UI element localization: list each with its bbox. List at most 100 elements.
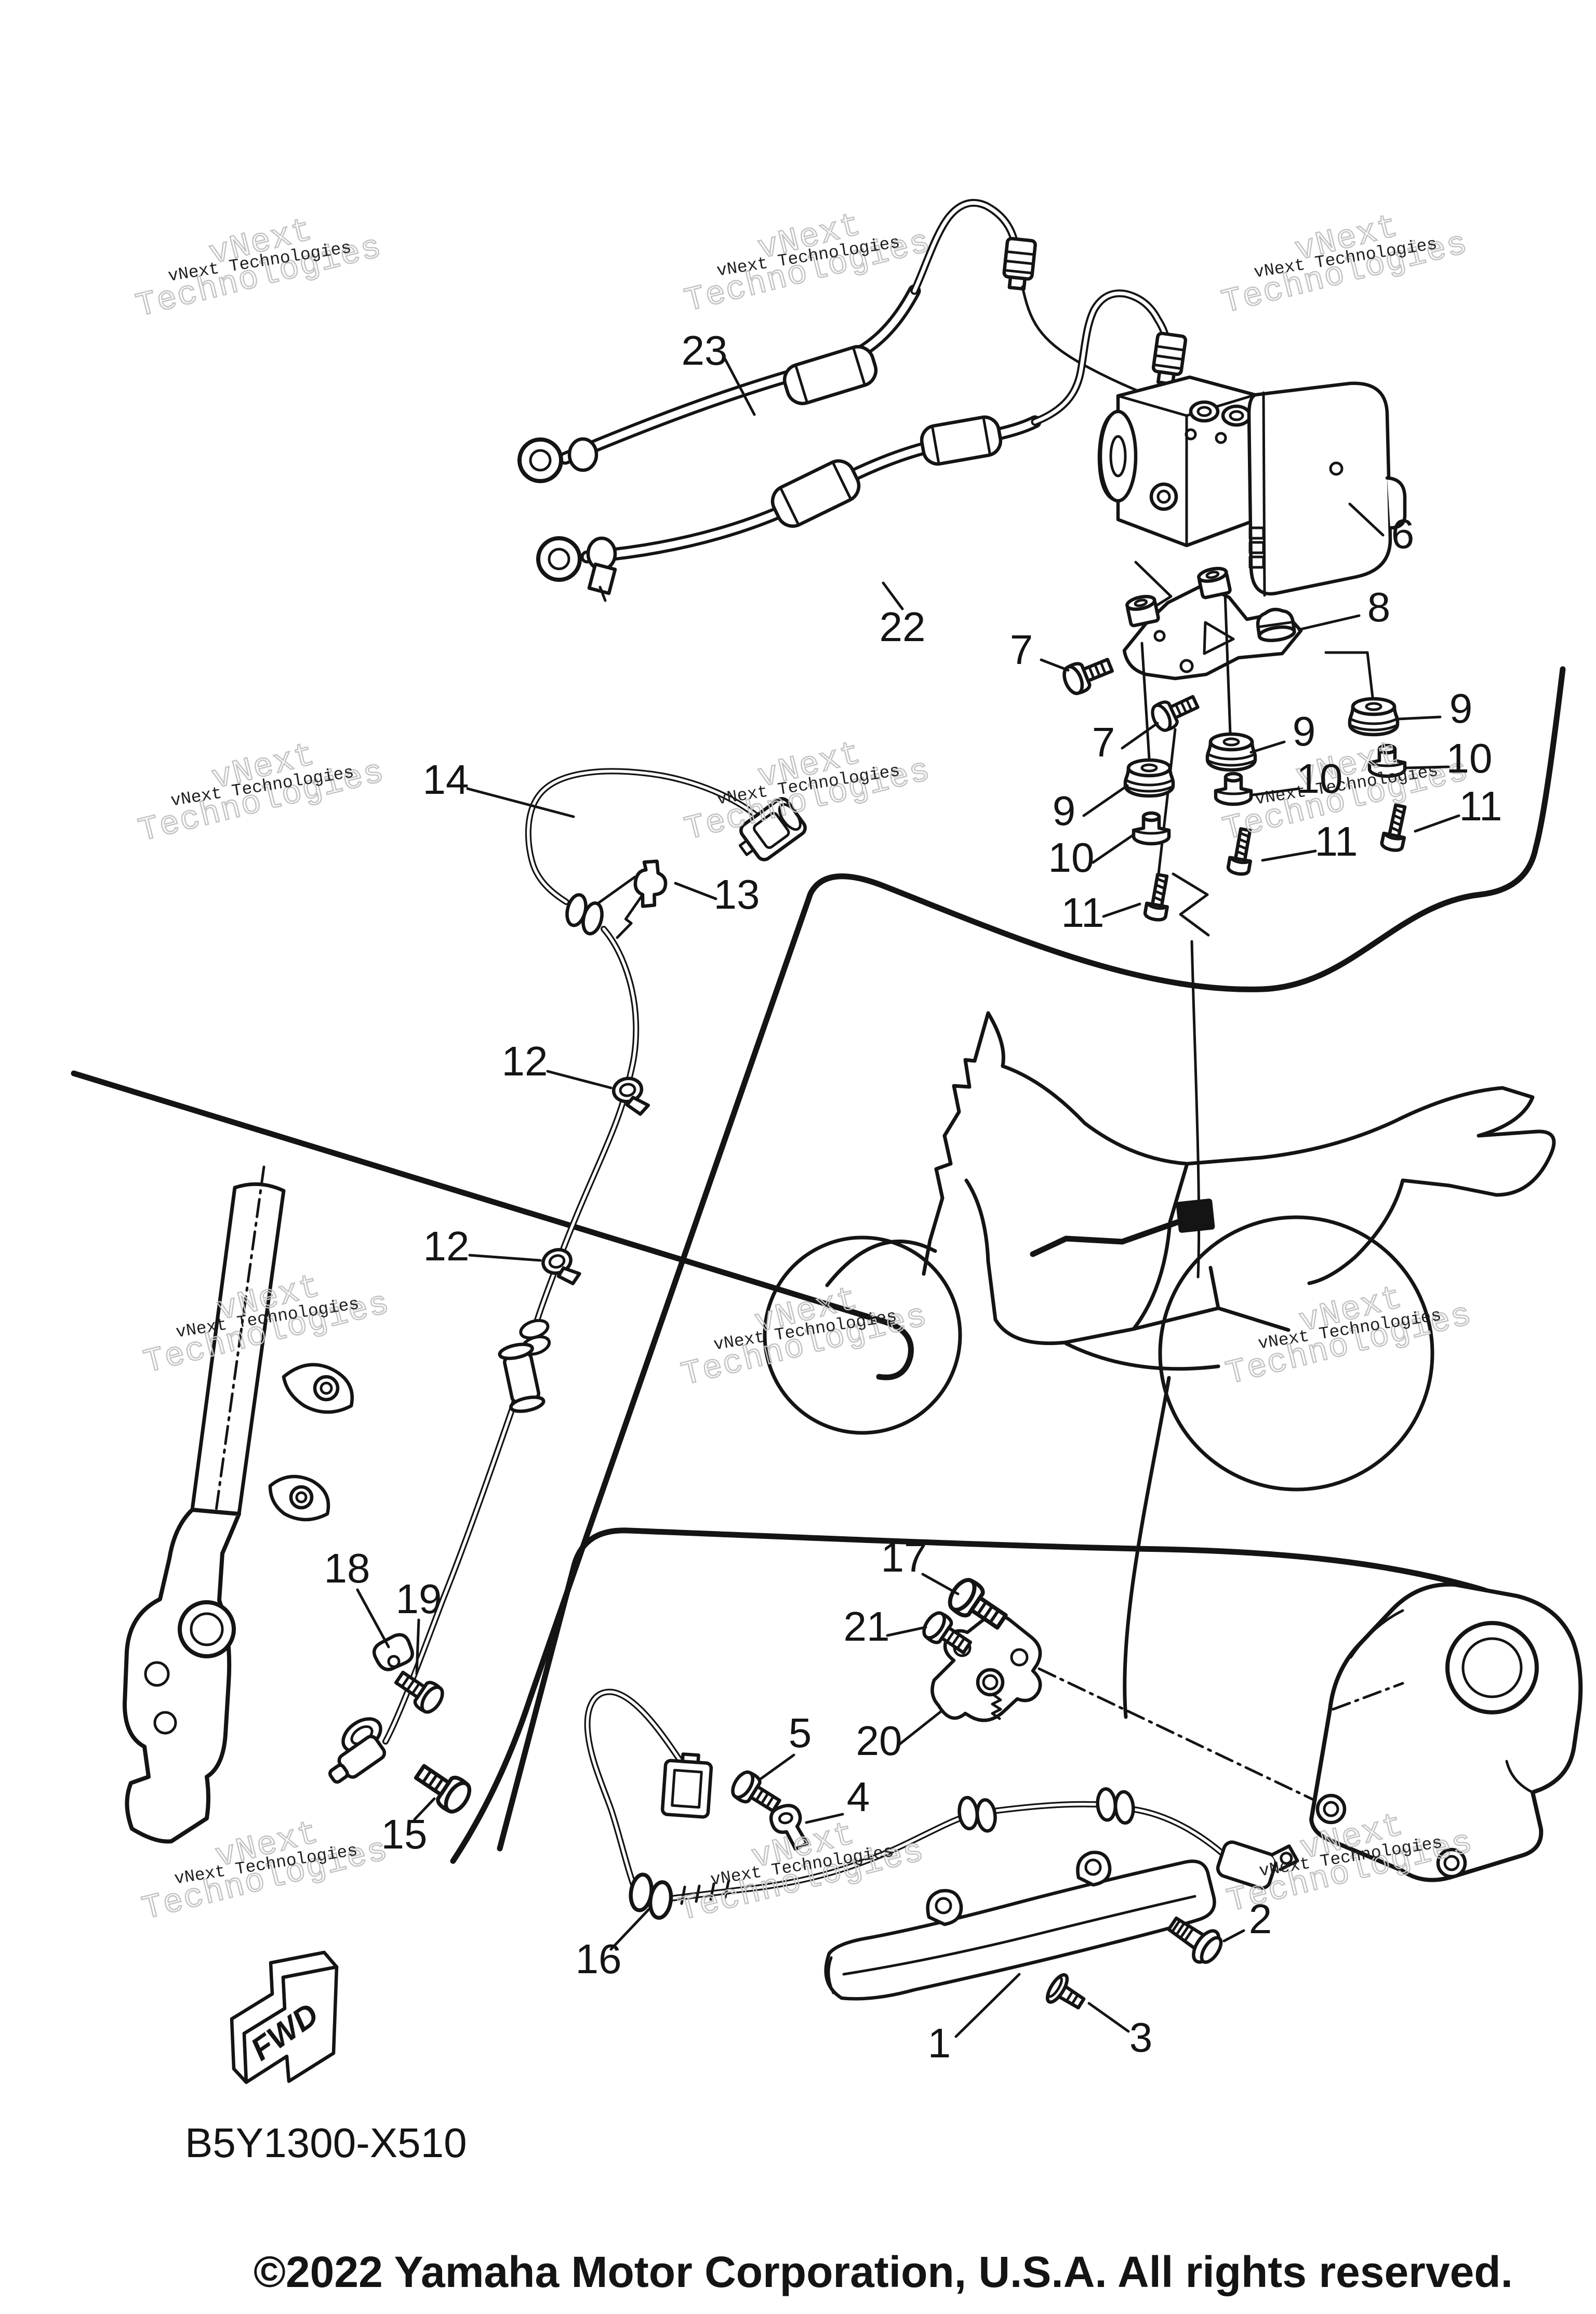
svg-text:23: 23	[682, 327, 728, 374]
svg-text:12: 12	[502, 1038, 548, 1084]
svg-text:12: 12	[423, 1223, 470, 1269]
svg-text:10: 10	[1297, 755, 1343, 802]
bracket-rubber-post-1	[1125, 595, 1160, 628]
svg-text:14: 14	[423, 756, 469, 803]
cable-grommet-16c	[1097, 1787, 1135, 1825]
svg-text:9: 9	[1449, 685, 1473, 732]
callout-1: 1	[928, 1973, 1021, 2066]
callout-19: 19	[396, 1576, 442, 1675]
svg-text:11: 11	[1061, 889, 1104, 936]
rear-wheel-leader-line	[1123, 1376, 1171, 1719]
clamp-13	[616, 859, 668, 939]
callout-10-left: 10	[1048, 834, 1134, 881]
callout-16: 16	[576, 1907, 651, 1982]
abs-port-1	[1189, 400, 1220, 423]
rear-sensor-head	[1216, 1840, 1299, 1890]
svg-text:10: 10	[1048, 834, 1095, 881]
svg-text:19: 19	[396, 1576, 442, 1622]
svg-text:2: 2	[1249, 1896, 1272, 1942]
silhouette-swingarm	[1064, 1266, 1291, 1371]
svg-text:16: 16	[576, 1936, 622, 1982]
callout-6: 6	[1348, 502, 1414, 557]
abs-connector-notch	[1385, 476, 1407, 530]
callouts: 23 22 6 8 7 7 9 9 9 10 10 10 11 11 11 14…	[324, 327, 1502, 2066]
sensor-guard-1	[824, 1851, 1216, 2001]
svg-text:7: 7	[1092, 719, 1115, 765]
callout-14: 14	[423, 756, 575, 818]
callout-8: 8	[1297, 584, 1390, 631]
abs-port-2	[1221, 404, 1252, 427]
screw-7b	[1149, 689, 1201, 733]
callout-7b: 7	[1092, 719, 1159, 765]
bracket-rubber-post-2	[1197, 567, 1232, 600]
callout-12-lower: 12	[423, 1223, 542, 1269]
flare-nut-23	[1002, 236, 1037, 291]
abs-cover	[1247, 381, 1392, 596]
silhouette-body-top	[986, 1011, 1556, 1285]
copyright-text: ©2022 Yamaha Motor Corporation, U.S.A. A…	[254, 2247, 1513, 2296]
hose-sleeve-23	[782, 345, 878, 405]
bolt-11-right	[1381, 804, 1411, 852]
clamp-18	[372, 1633, 414, 1671]
abs-hydraulic-unit	[1097, 375, 1407, 937]
svg-text:17: 17	[881, 1534, 927, 1580]
abs-bracket	[1122, 567, 1303, 681]
banjo-fitting-22	[536, 536, 617, 602]
bolt-15	[411, 1758, 474, 1816]
front-wheel-leader-line	[71, 1070, 914, 1380]
fork-slider	[123, 1508, 241, 1844]
bolt-11-left	[1144, 873, 1172, 921]
silhouette-front-fender	[825, 1240, 937, 1287]
callout-12-upper: 12	[502, 1038, 613, 1089]
callout-23: 23	[682, 327, 756, 416]
callout-20: 20	[856, 1709, 944, 1764]
callout-5: 5	[759, 1710, 812, 1780]
front-sensor-15	[328, 1717, 387, 1784]
svg-text:1: 1	[928, 2020, 951, 2066]
svg-text:11: 11	[1314, 818, 1358, 865]
brake-hose-22	[536, 289, 1235, 602]
svg-text:18: 18	[324, 1545, 370, 1591]
hose-sleeve-22a	[770, 459, 861, 528]
collar-10-left	[1134, 813, 1169, 844]
svg-text:13: 13	[714, 871, 760, 917]
callout-10-middle: 10	[1252, 755, 1343, 802]
clamp-12-lower	[540, 1245, 582, 1291]
callout-9-left: 9	[1053, 784, 1129, 834]
rear-sensor-assembly	[584, 1575, 1583, 2010]
damper-9-middle	[1207, 734, 1255, 770]
callout-9-middle: 9	[1249, 708, 1316, 754]
callout-3: 3	[1087, 2002, 1152, 2060]
front-fork	[123, 1165, 474, 1844]
abs-front-boss	[1149, 482, 1178, 511]
abs-location-marker	[1176, 1199, 1215, 1233]
motorcycle-silhouette	[763, 1011, 1556, 1492]
callout-9-right: 9	[1396, 685, 1473, 732]
callout-4: 4	[805, 1774, 870, 1824]
rear-caliper-bracket	[1309, 1582, 1583, 1882]
bolt-2	[1167, 1916, 1223, 1964]
middle-section-border	[450, 666, 1566, 1864]
callout-11-left: 11	[1061, 889, 1141, 936]
svg-text:15: 15	[381, 1811, 428, 1857]
svg-text:7: 7	[1010, 627, 1033, 673]
svg-text:9: 9	[1293, 708, 1316, 754]
svg-text:11: 11	[1459, 783, 1502, 829]
callout-15: 15	[381, 1797, 436, 1857]
damper-9-right	[1350, 699, 1398, 735]
callout-22: 22	[880, 581, 925, 650]
harness-squiggle	[1030, 1219, 1181, 1257]
sensor-connector-14	[738, 797, 807, 861]
cable-grommet-16b	[958, 1795, 997, 1834]
svg-text:4: 4	[847, 1774, 870, 1820]
view-leader-lines	[71, 940, 1201, 1719]
fwd-arrow: FWD	[230, 1950, 339, 2084]
svg-text:20: 20	[856, 1718, 902, 1764]
callout-11-middle: 11	[1261, 818, 1358, 865]
callout-17: 17	[881, 1534, 960, 1595]
cable-grommet-16a	[628, 1873, 674, 1919]
